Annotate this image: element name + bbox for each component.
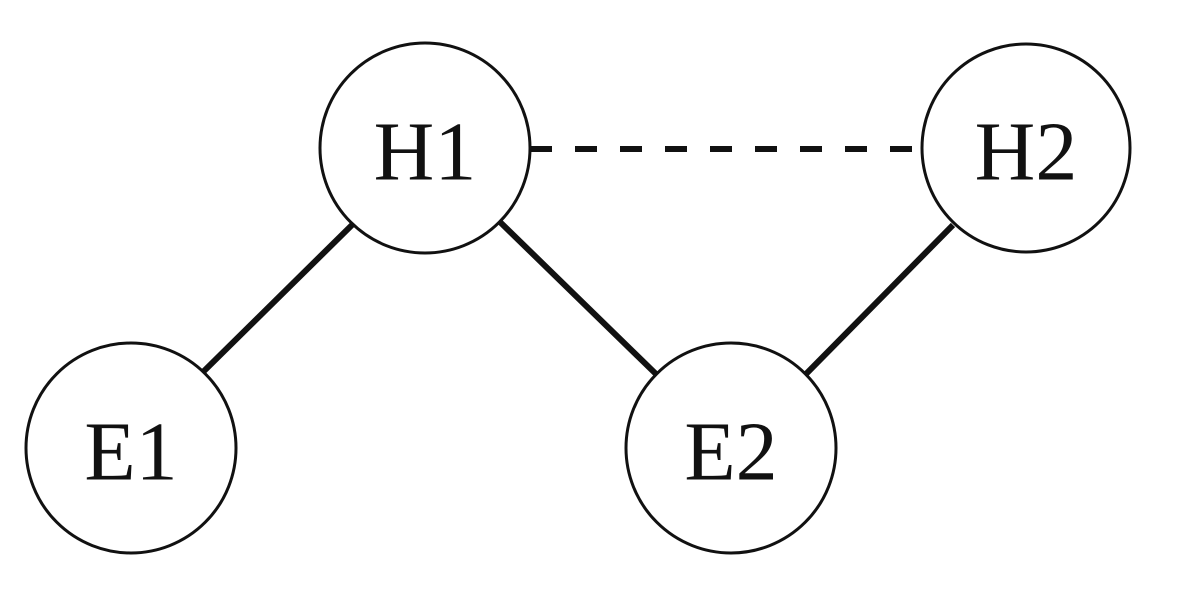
node-h1[interactable]: H1: [318, 41, 532, 255]
node-h2-label: H2: [975, 106, 1078, 199]
node-e1-label: E1: [84, 406, 177, 499]
edge-e2-h2[interactable]: [803, 222, 956, 377]
edge-h1-e2[interactable]: [497, 219, 659, 377]
node-h1-circle[interactable]: [318, 41, 532, 255]
node-e2[interactable]: E2: [624, 341, 838, 555]
node-e1[interactable]: E1: [24, 341, 238, 555]
edge-layer: [200, 146, 956, 377]
edge-e1-h1[interactable]: [200, 221, 356, 375]
node-layer: H1 H2 E1 E2: [24, 41, 1132, 555]
node-e2-circle[interactable]: [624, 341, 838, 555]
node-e2-label: E2: [684, 406, 777, 499]
node-h1-label: H1: [374, 106, 477, 199]
node-h2[interactable]: H2: [920, 42, 1132, 254]
node-h2-circle[interactable]: [920, 42, 1132, 254]
node-e1-circle[interactable]: [24, 341, 238, 555]
